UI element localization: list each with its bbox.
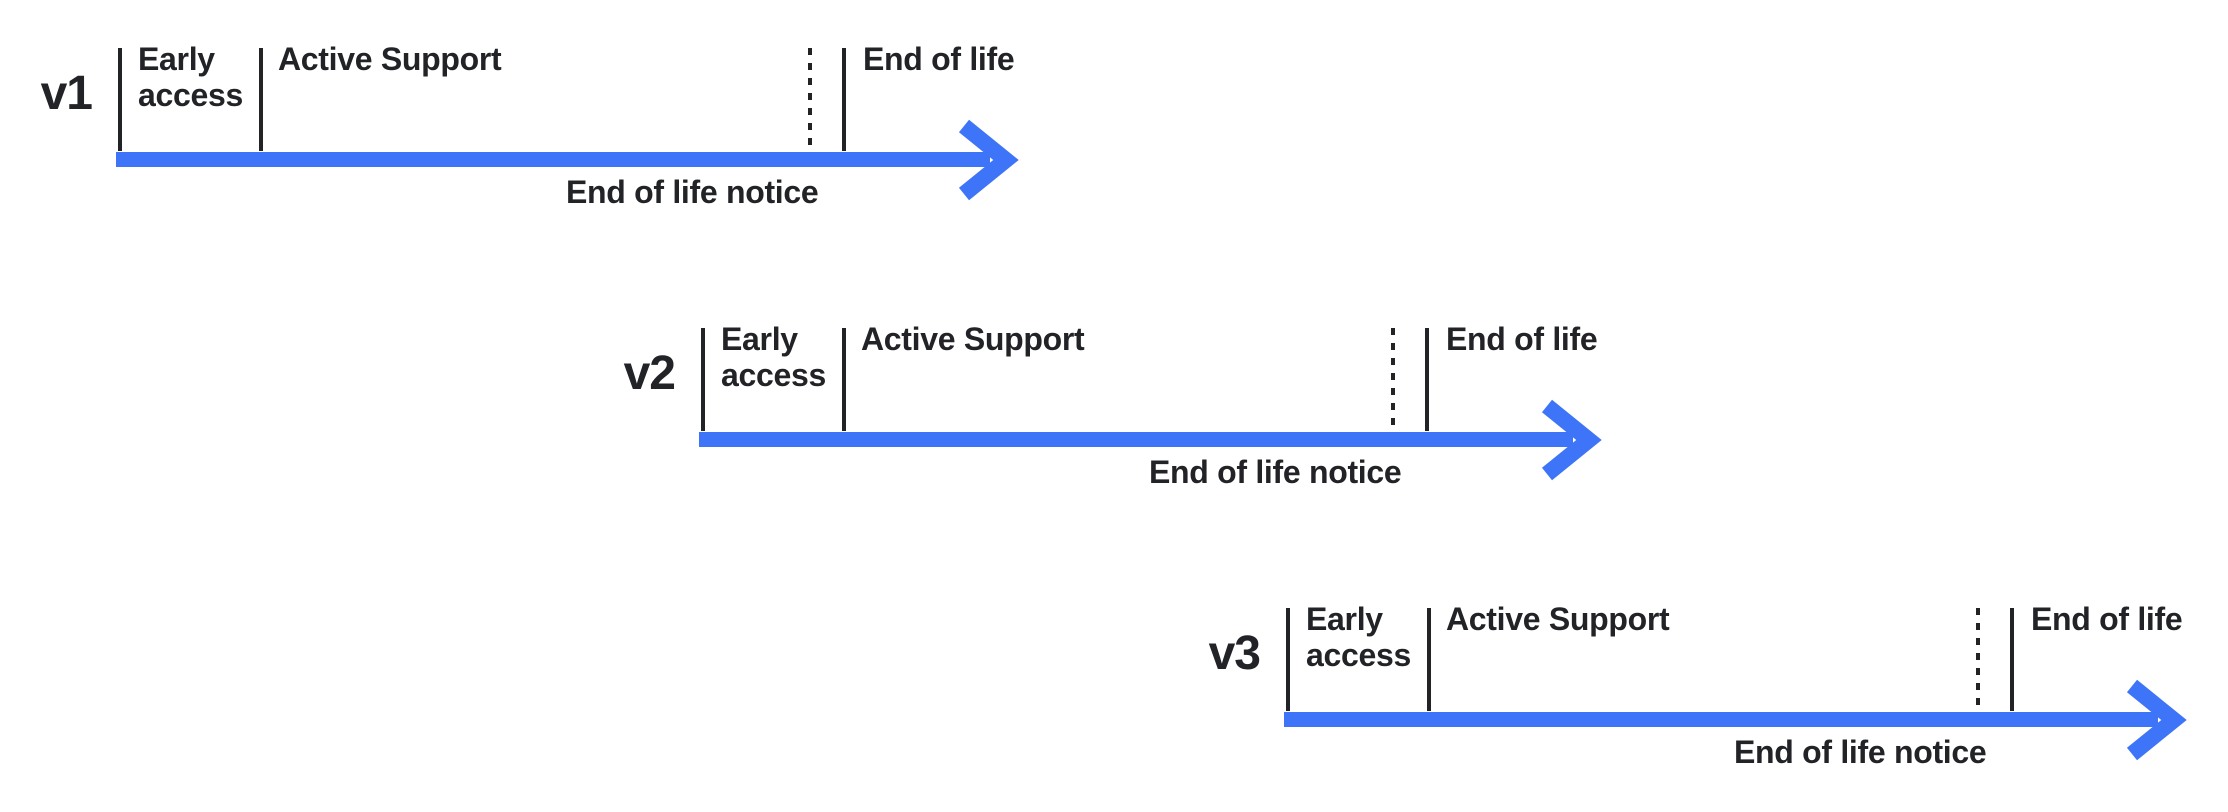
early-access-label: Early access: [1306, 601, 1411, 673]
early-access-tick: [701, 328, 705, 431]
end-of-life-notice-label: End of life notice: [566, 174, 819, 210]
timeline-v1: v1 Early access Active Support End of li…: [18, 26, 1038, 231]
timeline-v3: v3 Early access Active Support End of li…: [1186, 586, 2206, 791]
active-support-tick: [1427, 608, 1431, 711]
early-access-label: Early access: [721, 321, 826, 393]
timeline-arrow-shaft: [1284, 712, 2158, 727]
timeline-v2: v2 Early access Active Support End of li…: [601, 306, 1621, 511]
end-of-life-label: End of life: [863, 41, 1015, 77]
active-support-tick: [259, 48, 263, 151]
version-label: v1: [40, 67, 93, 120]
arrow-head-icon: [958, 119, 1019, 201]
end-of-life-label: End of life: [2031, 601, 2183, 637]
active-support-label: Active Support: [861, 321, 1085, 357]
active-support-tick: [842, 328, 846, 431]
version-label: v3: [1208, 627, 1261, 680]
arrow-head-icon: [1541, 399, 1602, 481]
early-access-label: Early access: [138, 41, 243, 113]
early-access-tick: [1286, 608, 1290, 711]
end-of-life-notice-label: End of life notice: [1734, 734, 1987, 770]
end-of-life-notice-tick-dashed: [808, 48, 812, 149]
active-support-label: Active Support: [1446, 601, 1670, 637]
end-of-life-tick: [2010, 608, 2014, 711]
version-label: v2: [623, 347, 676, 400]
end-of-life-notice-tick-dashed: [1976, 608, 1980, 709]
end-of-life-tick: [1425, 328, 1429, 431]
active-support-label: Active Support: [278, 41, 502, 77]
timeline-arrow-shaft: [116, 152, 990, 167]
arrow-head-icon: [2126, 679, 2187, 761]
end-of-life-label: End of life: [1446, 321, 1598, 357]
end-of-life-notice-tick-dashed: [1391, 328, 1395, 429]
timeline-arrow-shaft: [699, 432, 1573, 447]
end-of-life-tick: [842, 48, 846, 151]
end-of-life-notice-label: End of life notice: [1149, 454, 1402, 490]
early-access-tick: [118, 48, 122, 151]
